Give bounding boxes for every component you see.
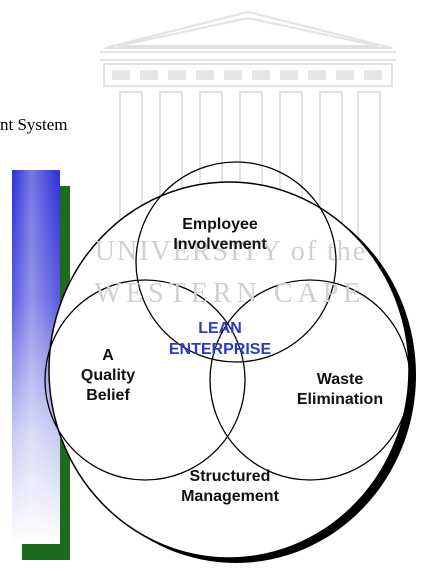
employee-involvement-label: Employee Involvement <box>173 216 267 253</box>
watermark-line1: UNIVERSITY of the <box>94 236 368 267</box>
quality-belief-label: A Quality Belief <box>80 347 136 404</box>
watermark-line2: WESTERN CAPE <box>94 278 366 309</box>
quality-belief-circle <box>44 279 246 481</box>
waste-elimination-label: Waste Elimination <box>296 371 384 408</box>
waste-elimination-circle <box>209 279 411 481</box>
gradient-bar <box>12 170 70 560</box>
lean-enterprise-center-label: LEAN ENTERPRISE <box>168 320 272 358</box>
employee-involvement-circle <box>135 161 337 363</box>
structured-management-label: Structured Management <box>181 468 279 505</box>
system-heading-fragment: nt System <box>0 115 68 134</box>
